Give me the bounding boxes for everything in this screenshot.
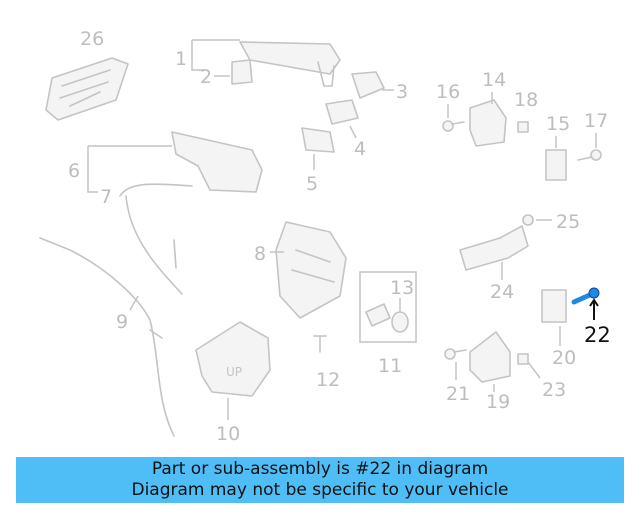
part-20-striker-plate [541,289,567,323]
label-12: 12 [316,369,340,391]
part-14-upper-hinge [469,99,507,147]
part-9-long-cable [39,237,175,437]
label-23: 23 [542,379,566,401]
label-8: 8 [254,243,266,265]
part-24-door-check [459,225,529,271]
part-4-key-cylinder-cap [325,99,359,125]
label-17: 17 [584,110,608,132]
label-16: 16 [436,81,460,103]
part-8-lock-actuator [275,221,347,319]
part-23-clip [517,353,529,365]
part-3-end-cap [351,71,385,99]
part-2-handle-bracket [231,59,253,85]
part-19-lower-hinge [469,331,511,383]
part-15-hinge-plate [545,149,567,181]
label-11: 11 [378,355,402,377]
label-22: 22 [584,323,611,347]
label-10: 10 [216,423,240,445]
part-16-bolt [442,120,465,132]
banner-line-1: Part or sub-assembly is #22 in diagram [151,459,489,479]
part-22-bolt-highlighted [571,287,600,305]
label-4: 4 [354,138,366,160]
part-7-release-cable [119,183,193,295]
part-18-clip [517,121,529,133]
info-banner: Part or sub-assembly is #22 in diagram D… [16,457,624,503]
up-text: UP [226,365,242,379]
part-1-exterior-handle [191,39,341,87]
label-25: 25 [556,211,580,233]
label-7: 7 [100,186,112,208]
parts-diagram: 26 1 2 3 4 5 6 7 8 [39,28,611,445]
label-5: 5 [306,173,318,195]
label-6: 6 [68,160,80,182]
part-12-screw [313,335,327,353]
part-11-kit-box [359,271,417,343]
part-26-interior-handle-bezel [45,57,129,121]
part-10-water-shield: UP [195,321,271,397]
banner-line-2: Diagram may not be specific to your vehi… [131,480,509,500]
label-2: 2 [200,66,212,88]
part-17-bolt [577,149,602,161]
label-19: 19 [486,391,510,413]
label-14: 14 [482,69,506,91]
label-1: 1 [175,48,187,70]
label-18: 18 [514,89,538,111]
label-21: 21 [446,383,470,405]
label-9: 9 [116,311,128,333]
label-20: 20 [552,347,576,369]
label-26: 26 [80,28,104,50]
part-21-bolt [444,348,467,360]
label-13: 13 [390,277,414,299]
label-15: 15 [546,113,570,135]
label-24: 24 [490,281,514,303]
part-6-handle-frame [87,131,263,193]
part-5-seal [301,127,335,153]
part-25-bolt [522,214,534,226]
label-3: 3 [396,81,408,103]
